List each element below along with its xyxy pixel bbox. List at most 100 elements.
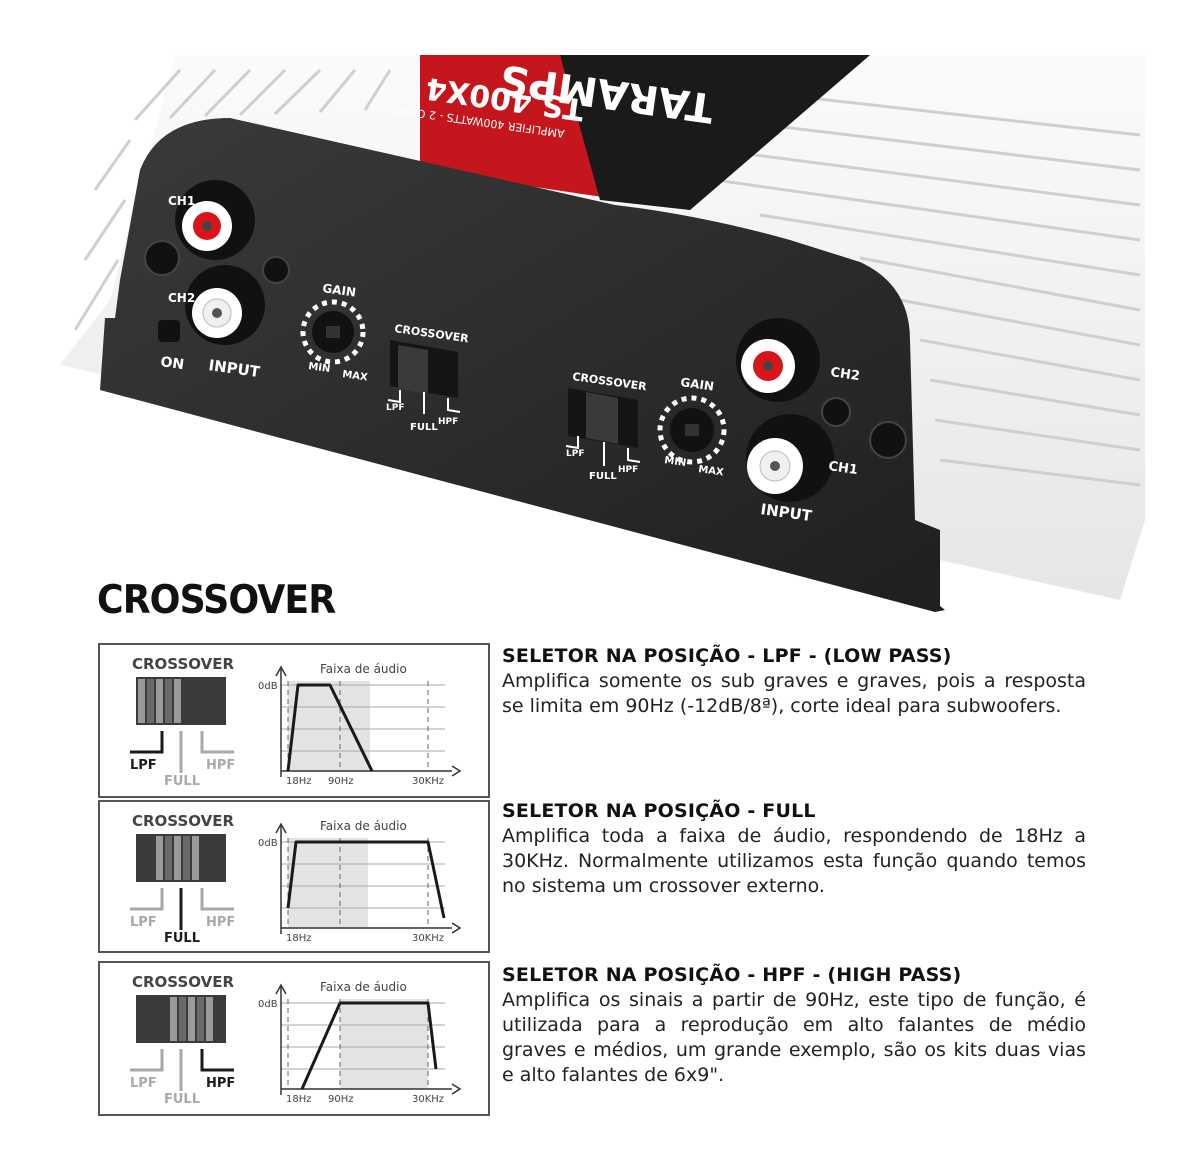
mode-title: SELETOR NA POSIÇÃO - FULL [502,800,816,822]
switch-slider [138,679,181,723]
hpf-label: HPF [206,915,235,930]
f18-label: 18Hz [286,1094,312,1105]
right-ch1-label: CH1 [827,459,858,478]
section-heading: CROSSOVER [97,578,336,623]
lpf-marker [130,1049,164,1072]
response-curve [300,1001,438,1090]
slider-rib [170,997,177,1041]
slider-rib [206,997,213,1041]
left-min-label: MIN [308,361,331,375]
diagram-svg: CROSSOVER LPF FULL HPF Faixa de áudio 0dB 18Hz… [130,812,462,946]
lpf-label: LPF [130,915,157,930]
y-axis-arrow [275,983,287,995]
diagram-svg: CROSSOVER LPF FULL HPF Faixa de áudio 0dB 18Hz… [130,655,462,789]
slider-rib [174,836,181,880]
mode-text: Amplifica toda a faixa de áudio, respond… [502,825,1086,897]
y-axis-arrow [275,822,287,834]
slider-rib [197,997,204,1041]
description-hpf: SELETOR NA POSIÇÃO - HPF - (HIGH PASS) A… [502,964,1086,1088]
right-ch2-label: CH2 [829,365,860,384]
switch-slider [170,997,213,1041]
left-full-label: FULL [410,422,438,433]
slider-rib [138,679,145,723]
full-label: FULL [164,931,200,946]
amplifier-photo: TS 400X4 AMPLIFIER 400WATTS - 2 OHMS TAR… [60,55,1145,612]
hpf-label: HPF [206,758,235,773]
full-label: FULL [164,774,200,789]
right-lpf-label: LPF [566,449,584,459]
mode-text: Amplifica somente os sub graves e graves… [502,670,1086,717]
slider-rib [192,836,199,880]
mode-text: Amplifica os sinais a partir de 90Hz, es… [502,989,1086,1086]
f30k-label: 30KHz [412,1094,444,1105]
switch-title: CROSSOVER [132,973,234,991]
left-gain-label: GAIN [322,281,357,300]
right-gain-label: GAIN [680,375,715,394]
chart-title: Faixa de áudio [320,980,407,994]
f30k-label: 30KHz [412,933,444,944]
f18-label: 18Hz [286,776,312,787]
control-panel [100,118,945,612]
slider-rib [179,997,186,1041]
mode-title: SELETOR NA POSIÇÃO - HPF - (HIGH PASS) [502,964,962,986]
slider-rib [165,679,172,723]
lpf-label: LPF [130,1076,157,1091]
hpf-marker [200,1049,234,1072]
hpf-marker [200,731,234,754]
left-ch1-label: CH1 [168,194,195,208]
diagram-hpf: CROSSOVER LPF FULL HPF Faixa de áudio 0dB 18Hz… [98,961,490,1116]
full-label: FULL [164,1092,200,1107]
switch-title: CROSSOVER [132,655,234,673]
band-shade [340,999,428,1089]
hpf-label: HPF [206,1076,235,1091]
odb-label: 0dB [258,999,278,1010]
slider-rib [156,679,163,723]
hpf-marker [200,888,234,911]
f90-label: 90Hz [328,776,354,787]
description-lpf: SELETOR NA POSIÇÃO - LPF - (LOW PASS) Am… [502,645,1086,719]
right-max-label: MAX [698,464,725,478]
response-curve [286,683,374,772]
lpf-label: LPF [130,758,157,773]
diagram-full: CROSSOVER LPF FULL HPF Faixa de áudio 0dB 18Hz… [98,800,490,953]
left-ch2-label: CH2 [168,291,195,305]
left-max-label: MAX [342,369,369,383]
right-inputs: CH2 CH1 INPUT [736,318,907,525]
left-on-label: ON [159,354,185,373]
chart-title: Faixa de áudio [320,662,407,676]
x-axis-arrow [451,922,462,934]
right-full-label: FULL [589,471,617,482]
right-gain-knob[interactable]: GAIN MIN MAX [657,375,727,479]
slider-rib [188,997,195,1041]
model-label: TS 400X4 AMPLIFIER 400WATTS - 2 OHMS TAR… [392,55,870,210]
f90-label: 90Hz [328,1094,354,1105]
diagram-lpf: CROSSOVER LPF FULL HPF Faixa de áudio 0dB 18Hz… [98,643,490,798]
band-shade [288,838,368,928]
diagram-svg: CROSSOVER LPF FULL HPF Faixa de áudio 0dB 18Hz… [130,973,462,1107]
f30k-label: 30KHz [412,776,444,787]
lpf-marker [130,888,164,911]
mode-title: SELETOR NA POSIÇÃO - LPF - (LOW PASS) [502,645,952,667]
y-axis-arrow [275,665,287,677]
f18-label: 18Hz [286,933,312,944]
left-hpf-label: HPF [438,417,458,427]
left-gain-knob[interactable]: GAIN MIN MAX [300,281,369,384]
odb-label: 0dB [258,838,278,849]
lpf-marker [130,731,164,754]
right-min-label: MIN [664,455,687,469]
x-axis-arrow [451,1083,462,1095]
description-full: SELETOR NA POSIÇÃO - FULL Amplifica toda… [502,800,1086,899]
odb-label: 0dB [258,681,278,692]
chart-title: Faixa de áudio [320,819,407,833]
response-curve [286,840,446,919]
switch-slider [156,836,199,880]
left-lpf-label: LPF [386,403,404,413]
x-axis-arrow [451,765,462,777]
slider-rib [156,836,163,880]
switch-title: CROSSOVER [132,812,234,830]
band-shade [288,681,370,771]
left-inputs: CH1 CH2 ON INPUT [144,180,290,381]
slider-rib [147,679,154,723]
right-hpf-label: HPF [618,465,638,475]
slider-rib [165,836,172,880]
